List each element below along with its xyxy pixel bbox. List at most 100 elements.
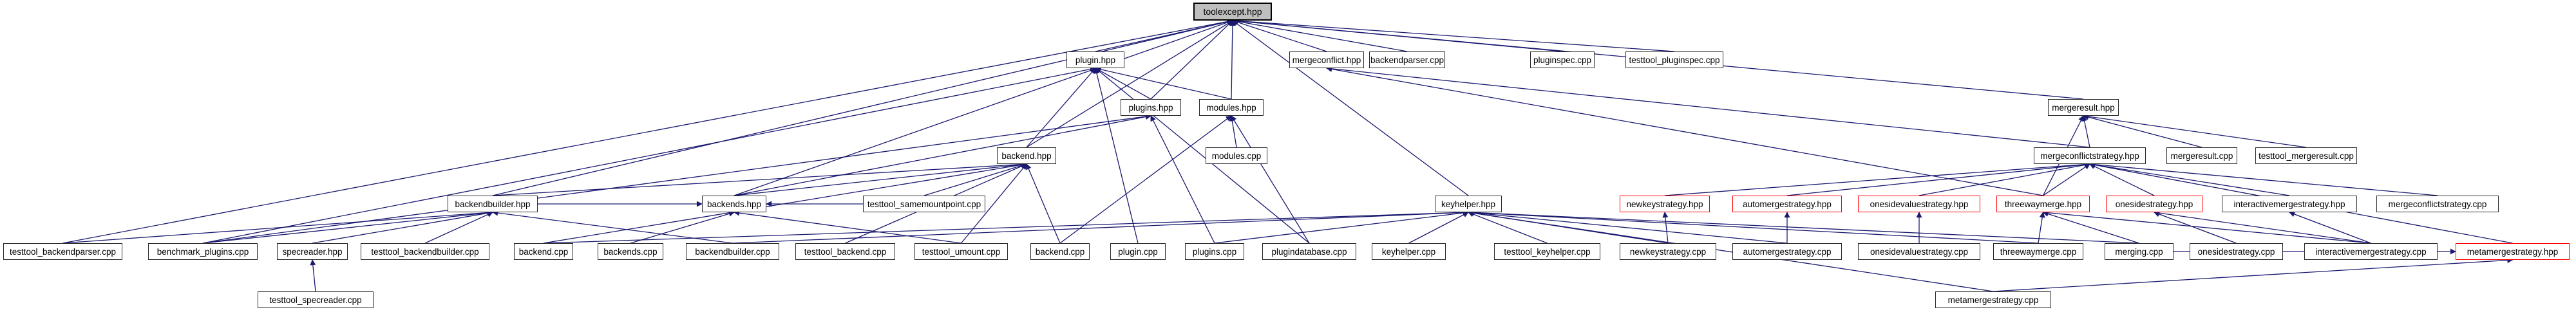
graph-node-backend_cpp_2[interactable]: backend.cpp xyxy=(1030,243,1090,260)
graph-node-onesidestrategy_hpp[interactable]: onesidestrategy.hpp xyxy=(2106,196,2202,212)
graph-edge-specreader_hpp-to-backendbuilder_hpp xyxy=(312,210,493,244)
graph-edge-threewaymerge_hpp-to-mergeconflict_hpp xyxy=(1326,66,2043,196)
graph-edge-testtool_umount_cpp-to-backends_hpp xyxy=(734,210,961,244)
graph-node-plugindatabase_cpp[interactable]: plugindatabase.cpp xyxy=(1262,243,1356,260)
graph-node-plugin_cpp[interactable]: plugin.cpp xyxy=(1110,243,1166,260)
graph-node-backendparser_cpp[interactable]: backendparser.cpp xyxy=(1369,51,1445,68)
graph-node-testtool_backendbuilder_cpp[interactable]: testtool_backendbuilder.cpp xyxy=(361,243,489,260)
graph-edge-mergeconflictstrategy_hpp-to-mergeresult_hpp xyxy=(2081,115,2090,148)
graph-node-testtool_backend_cpp[interactable]: testtool_backend.cpp xyxy=(795,243,895,260)
graph-edge-newkeystrategy_cpp-to-newkeystrategy_hpp xyxy=(1662,212,1669,244)
graph-edge-testtool_keyhelper_cpp-to-keyhelper_hpp xyxy=(1468,211,1548,244)
graph-edge-merging_cpp-to-threewaymerge_hpp xyxy=(2042,211,2139,244)
graph-node-testtool_mergeresult_cpp[interactable]: testtool_mergeresult.cpp xyxy=(2255,147,2357,164)
graph-node-testtool_pluginspec_cpp[interactable]: testtool_pluginspec.cpp xyxy=(1625,51,1723,68)
graph-edge-benchmark_plugins_cpp-to-backendbuilder_hpp xyxy=(202,210,493,244)
graph-edge-interactivemergestrategy_cpp-to-interactivemergestrategy_hpp xyxy=(2289,211,2371,244)
graph-edge-threewaymerge_cpp-to-threewaymerge_hpp xyxy=(2038,212,2045,244)
graph-node-metamergestrategy_hpp[interactable]: metamergestrategy.hpp xyxy=(2456,243,2570,260)
graph-node-mergeresult_hpp[interactable]: mergeresult.hpp xyxy=(2048,99,2119,116)
graph-node-onesidevaluestrategy_hpp[interactable]: onesidevaluestrategy.hpp xyxy=(1858,196,1980,212)
graph-node-pluginspec_cpp[interactable]: pluginspec.cpp xyxy=(1530,51,1595,68)
graph-edge-metamergestrategy_cpp-to-keyhelper_hpp xyxy=(1468,210,1994,292)
graph-edge-backend_hpp-to-toolexcept_hpp xyxy=(1026,20,1233,148)
graph-edge-interactivemergestrategy_cpp-to-onesidestrategy_hpp xyxy=(2154,210,2371,244)
graph-node-threewaymerge_cpp[interactable]: threewaymerge.cpp xyxy=(1993,243,2083,260)
graph-node-merging_cpp[interactable]: merging.cpp xyxy=(2105,243,2174,260)
graph-edge-merging_cpp-to-keyhelper_hpp xyxy=(1468,209,2139,244)
graph-edge-modules_hpp-to-toolexcept_hpp xyxy=(1229,20,1236,100)
graph-node-plugins_hpp[interactable]: plugins.hpp xyxy=(1121,99,1181,116)
graph-node-keyhelper_cpp[interactable]: keyhelper.cpp xyxy=(1372,243,1446,260)
graph-node-backend_cpp_1[interactable]: backend.cpp xyxy=(514,243,573,260)
graph-node-modules_cpp[interactable]: modules.cpp xyxy=(1206,147,1267,164)
graph-edge-metamergestrategy_cpp-to-metamergestrategy_hpp xyxy=(1993,257,2514,292)
graph-node-testtool_umount_cpp[interactable]: testtool_umount.cpp xyxy=(914,243,1008,260)
graph-edge-mergeconflictstrategy_cpp-to-mergeconflictstrategy_hpp xyxy=(2089,161,2438,196)
graph-node-toolexcept_hpp[interactable]: toolexcept.hpp xyxy=(1193,3,1272,21)
graph-edge-backend_cpp_2-to-modules_hpp xyxy=(1059,115,1232,244)
graph-node-modules_hpp[interactable]: modules.hpp xyxy=(1199,99,1264,116)
graph-edge-automergestrategy_cpp-to-keyhelper_hpp xyxy=(1468,210,1788,244)
graph-node-threewaymerge_hpp[interactable]: threewaymerge.hpp xyxy=(1996,196,2090,212)
graph-node-mergeconflictstrategy_hpp[interactable]: mergeconflictstrategy.hpp xyxy=(2034,147,2146,164)
graph-node-backends_hpp[interactable]: backends.hpp xyxy=(702,196,766,212)
graph-node-testtool_backendparser_cpp[interactable]: testtool_backendparser.cpp xyxy=(3,243,122,260)
graph-edge-threewaymerge_hpp-to-mergeconflictstrategy_hpp xyxy=(2043,163,2090,196)
graph-node-automergestrategy_cpp[interactable]: automergestrategy.cpp xyxy=(1732,243,1842,260)
graph-edge-newkeystrategy_hpp-to-mergeconflictstrategy_hpp xyxy=(1664,161,2090,196)
graph-edge-benchmark_plugins_cpp-to-plugin_hpp xyxy=(202,66,1096,244)
graph-edge-backend_cpp_1-to-keyhelper_hpp xyxy=(543,209,1469,244)
graph-edge-backends_cpp-to-backends_hpp xyxy=(630,211,735,244)
graph-edge-mergeconflictstrategy_hpp-to-mergeconflict_hpp xyxy=(1326,66,2090,148)
graph-edge-testtool_mergeresult_cpp-to-mergeresult_hpp xyxy=(2083,113,2307,148)
graph-node-onesidestrategy_cpp[interactable]: onesidestrategy.cpp xyxy=(2190,243,2283,260)
graph-edge-plugindatabase_cpp-to-modules_hpp xyxy=(1231,115,1310,244)
graph-node-interactivemergestrategy_hpp[interactable]: interactivemergestrategy.hpp xyxy=(2222,196,2357,212)
graph-node-testtool_keyhelper_cpp[interactable]: testtool_keyhelper.cpp xyxy=(1494,243,1600,260)
graph-edge-threewaymerge_cpp-to-keyhelper_hpp xyxy=(1468,209,2039,244)
graph-edge-backend_hpp-to-plugin_hpp xyxy=(1026,68,1096,148)
graph-edge-backend_cpp_2-to-backend_hpp xyxy=(1026,163,1061,244)
graph-edge-onesidestrategy_cpp-to-onesidestrategy_hpp xyxy=(2154,211,2237,244)
graph-node-benchmark_plugins_cpp[interactable]: benchmark_plugins.cpp xyxy=(148,243,258,260)
graph-edge-backends_hpp-to-plugins_hpp xyxy=(734,114,1151,196)
graph-edge-automergestrategy_hpp-to-mergeconflictstrategy_hpp xyxy=(1786,161,2090,196)
graph-node-plugin_hpp[interactable]: plugin.hpp xyxy=(1066,51,1124,68)
graph-node-interactivemergestrategy_cpp[interactable]: interactivemergestrategy.cpp xyxy=(2304,243,2438,260)
graph-edge-plugin_cpp-to-plugin_hpp xyxy=(1094,68,1139,244)
graph-node-newkeystrategy_hpp[interactable]: newkeystrategy.hpp xyxy=(1620,196,1710,212)
graph-node-testtool_samemountpoint_cpp[interactable]: testtool_samemountpoint.cpp xyxy=(863,196,985,212)
graph-edge-backendparser_cpp-to-toolexcept_hpp xyxy=(1232,18,1408,52)
graph-edge-keyhelper_cpp-to-keyhelper_hpp xyxy=(1408,212,1469,244)
graph-edge-plugins_hpp-to-plugin_hpp xyxy=(1095,68,1151,100)
graph-node-onesidevaluestrategy_cpp[interactable]: onesidevaluestrategy.cpp xyxy=(1858,243,1980,260)
graph-edge-backendbuilder_cpp-to-keyhelper_hpp xyxy=(732,209,1469,244)
graph-edge-onesidestrategy_hpp-to-mergeconflictstrategy_hpp xyxy=(2089,163,2155,196)
graph-node-backend_hpp[interactable]: backend.hpp xyxy=(997,147,1056,164)
graph-edge-benchmark_plugins_cpp-to-plugins_hpp xyxy=(202,113,1151,244)
graph-node-backendbuilder_cpp[interactable]: backendbuilder.cpp xyxy=(686,243,779,260)
graph-node-automergestrategy_hpp[interactable]: automergestrategy.hpp xyxy=(1732,196,1842,212)
graph-node-plugins_cpp[interactable]: plugins.cpp xyxy=(1185,243,1244,260)
graph-node-mergeconflictstrategy_cpp[interactable]: mergeconflictstrategy.cpp xyxy=(2376,196,2499,212)
graph-edge-mergeresult_cpp-to-mergeresult_hpp xyxy=(2083,114,2202,148)
graph-node-mergeconflict_hpp[interactable]: mergeconflict.hpp xyxy=(1289,51,1364,68)
graph-node-backends_cpp[interactable]: backends.cpp xyxy=(598,243,663,260)
graph-node-testtool_specreader_cpp[interactable]: testtool_specreader.cpp xyxy=(258,291,374,308)
graph-edge-interactivemergestrategy_hpp-to-mergeconflictstrategy_hpp xyxy=(2089,161,2290,196)
graph-edge-plugins_hpp-to-toolexcept_hpp xyxy=(1150,20,1233,100)
graph-node-mergeresult_cpp[interactable]: mergeresult.cpp xyxy=(2166,147,2237,164)
graph-edge-backends_hpp-to-toolexcept_hpp xyxy=(734,19,1233,196)
graph-edge-testtool_backendparser_cpp-to-backendbuilder_hpp xyxy=(62,210,493,244)
graph-edge-backendbuilder_hpp-to-toolexcept_hpp xyxy=(492,19,1233,196)
graph-node-backendbuilder_hpp[interactable]: backendbuilder.hpp xyxy=(448,196,538,212)
graph-node-newkeystrategy_cpp[interactable]: newkeystrategy.cpp xyxy=(1620,243,1716,260)
graph-node-specreader_hpp[interactable]: specreader.hpp xyxy=(277,243,348,260)
graph-edge-testtool_pluginspec_cpp-to-toolexcept_hpp xyxy=(1232,18,1675,52)
graph-edge-testtool_backendbuilder_cpp-to-backendbuilder_hpp xyxy=(424,212,493,244)
graph-node-keyhelper_hpp[interactable]: keyhelper.hpp xyxy=(1435,196,1502,212)
graph-edge-testtool_umount_cpp-to-backend_hpp xyxy=(960,163,1027,244)
graph-node-metamergestrategy_cpp[interactable]: metamergestrategy.cpp xyxy=(1935,291,2051,308)
graph-edge-interactivemergestrategy_cpp-to-threewaymerge_hpp xyxy=(2042,210,2371,244)
